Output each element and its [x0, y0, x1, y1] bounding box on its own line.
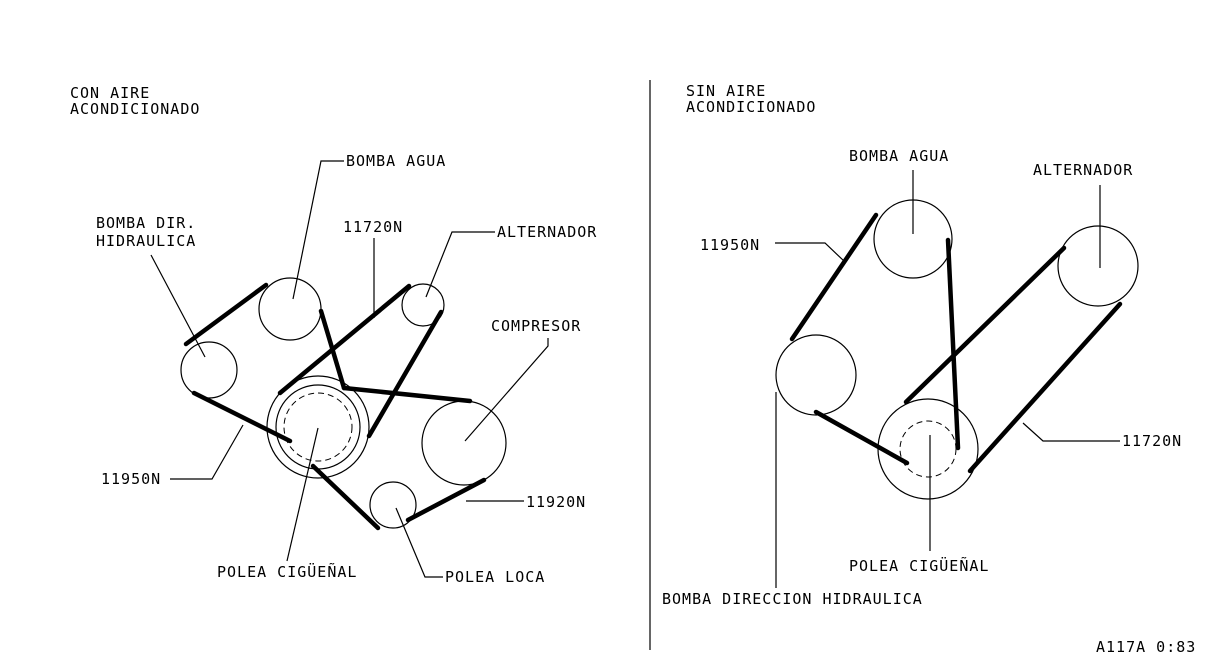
leader-bomba-agua [292, 160, 344, 300]
belt-11950n-left [789, 212, 879, 342]
label-bomba-agua: BOMBA AGUA [849, 147, 949, 165]
belt-11920n-d [405, 477, 487, 523]
leader-alternador [425, 231, 495, 298]
belt-11950n-lower [813, 409, 910, 466]
belt-11720n-right [366, 309, 444, 439]
leader-polea-loca [395, 507, 443, 578]
panel-title-line2: ACONDICIONADO [686, 98, 816, 116]
label-compresor: COMPRESOR [491, 317, 581, 335]
panel-title-line1: SIN AIRE [686, 82, 766, 100]
leader-belt-11950n [775, 242, 846, 263]
belt-11950n-upper [183, 282, 269, 347]
belt-11920n-a [318, 308, 347, 391]
figure-code: A117A 0:83 [1096, 638, 1196, 656]
belt-11950n-lower [191, 390, 293, 444]
pulley-ciguenal [877, 398, 979, 500]
label-alternador: ALTERNADOR [497, 223, 597, 241]
pulley-bomba-direccion [775, 334, 857, 416]
panel-title-line1: CON AIRE [70, 84, 150, 102]
pulley-alternador [401, 283, 445, 327]
belt-11720n-left [277, 283, 412, 396]
label-belt-11950n: 11950N [101, 470, 161, 488]
label-bomba-dir-line2: HIDRAULICA [96, 232, 196, 250]
belt-11720n-upper [903, 245, 1067, 405]
pulley-alternador [1057, 225, 1139, 307]
label-bomba-agua: BOMBA AGUA [346, 152, 446, 170]
belt-11920n-c [310, 463, 381, 531]
leader-belt-11950n [170, 424, 244, 480]
panel-title-line2: ACONDICIONADO [70, 100, 200, 118]
label-belt-11720n: 11720N [1122, 432, 1182, 450]
belt-11920n-b [341, 385, 473, 404]
pulley-bomba-agua [258, 277, 322, 341]
label-alternador: ALTERNADOR [1033, 161, 1133, 179]
pulley-polea-loca [369, 481, 417, 529]
label-polea-ciguenal: POLEA CIGÜEÑAL [849, 556, 989, 575]
leader-compresor [464, 338, 549, 442]
label-belt-11950n: 11950N [700, 236, 760, 254]
leader-bomba-dir [150, 254, 206, 358]
belts-left [183, 282, 487, 531]
label-belt-11920n: 11920N [526, 493, 586, 511]
leader-polea-ciguenal [286, 427, 319, 562]
label-polea-ciguenal: POLEA CIGÜEÑAL [217, 562, 357, 581]
pulley-compresor [421, 400, 507, 486]
label-bomba-direccion: BOMBA DIRECCION HIDRAULICA [662, 590, 923, 608]
label-polea-loca: POLEA LOCA [445, 568, 545, 586]
belts-right [789, 212, 1123, 474]
belt-11720n-lower [967, 301, 1123, 474]
panel-with-ac: CON AIRE ACONDICIONADO BOMBA AGUA BOM [70, 84, 597, 586]
pulley-bomba-dir [180, 341, 238, 399]
label-belt-11720n: 11720N [343, 218, 403, 236]
leader-belt-11720n [1022, 422, 1120, 442]
belt-11950n-right [945, 237, 961, 451]
label-bomba-dir-line1: BOMBA DIR. [96, 214, 196, 232]
panel-without-ac: SIN AIRE ACONDICIONADO BOMBA AGUA ALTERN… [662, 82, 1182, 608]
pulley-ciguenal [266, 375, 370, 479]
